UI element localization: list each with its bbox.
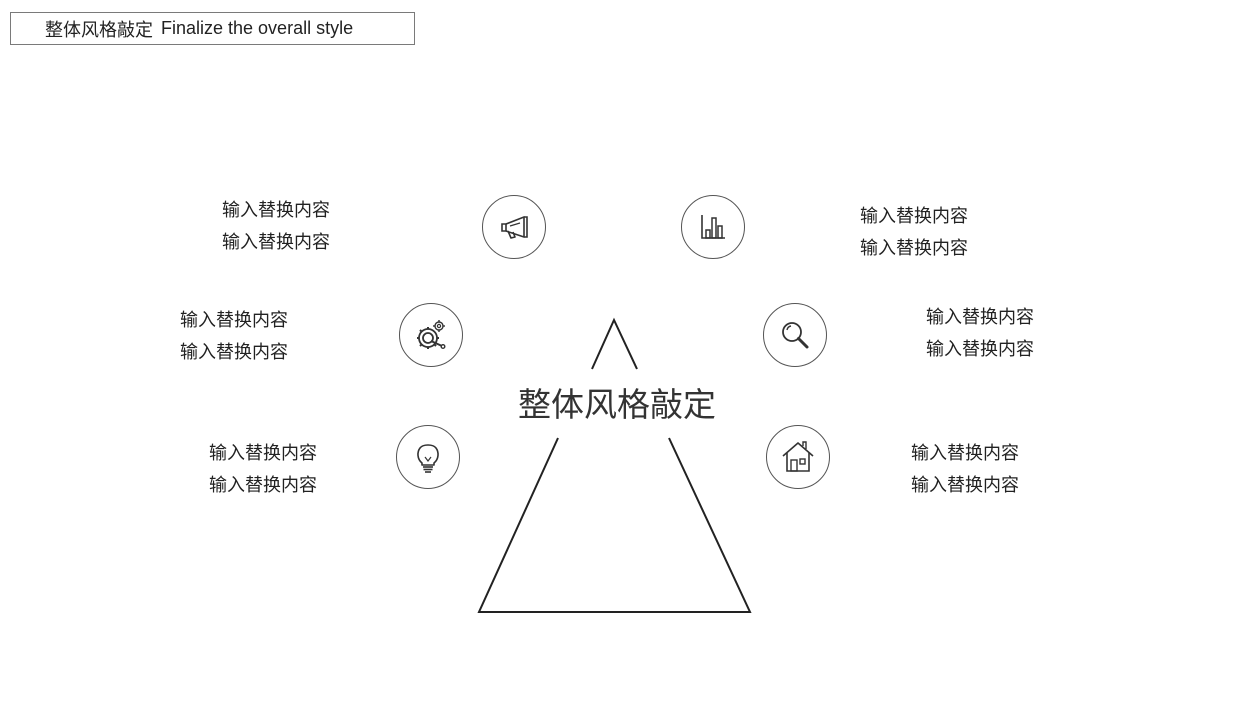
label-line-2: 输入替换内容 [209, 475, 317, 495]
megaphone-icon [501, 216, 528, 239]
gears-circle [399, 303, 463, 367]
header-title-cn: 整体风格敲定 [45, 19, 153, 40]
label-bar-chart: 输入替换内容 输入替换内容 [860, 200, 968, 264]
label-line-1: 输入替换内容 [209, 443, 317, 463]
label-line-1: 输入替换内容 [860, 206, 968, 226]
triangle-apex [591, 317, 638, 370]
label-line-2: 输入替换内容 [860, 238, 968, 258]
house-icon [782, 441, 814, 472]
label-line-1: 输入替换内容 [911, 443, 1019, 463]
label-magnifier: 输入替换内容 输入替换内容 [926, 301, 1034, 365]
label-line-1: 输入替换内容 [180, 310, 288, 330]
label-lightbulb: 输入替换内容 输入替换内容 [209, 437, 317, 501]
label-line-2: 输入替换内容 [911, 475, 1019, 495]
label-line-2: 输入替换内容 [180, 342, 288, 362]
bar-chart-circle [681, 195, 745, 259]
triangle-base [477, 437, 752, 613]
label-line-2: 输入替换内容 [222, 232, 330, 252]
label-line-1: 输入替换内容 [926, 307, 1034, 327]
lightbulb-circle [396, 425, 460, 489]
label-gears: 输入替换内容 输入替换内容 [180, 304, 288, 368]
magnifier-circle [763, 303, 827, 367]
lightbulb-icon [417, 444, 439, 473]
label-line-1: 输入替换内容 [222, 200, 330, 220]
header-title-en: Finalize the overall style [161, 18, 354, 38]
house-circle [766, 425, 830, 489]
megaphone-circle [482, 195, 546, 259]
center-title: 整体风格敲定 [518, 386, 716, 423]
header-title-box: 整体风格敲定 Finalize the overall style [10, 12, 415, 45]
bar-chart-icon [701, 215, 725, 239]
label-line-2: 输入替换内容 [926, 339, 1034, 359]
gears-icon [417, 320, 446, 350]
magnifier-icon [782, 322, 809, 349]
label-megaphone: 输入替换内容 输入替换内容 [222, 194, 330, 258]
label-house: 输入替换内容 输入替换内容 [911, 437, 1019, 501]
